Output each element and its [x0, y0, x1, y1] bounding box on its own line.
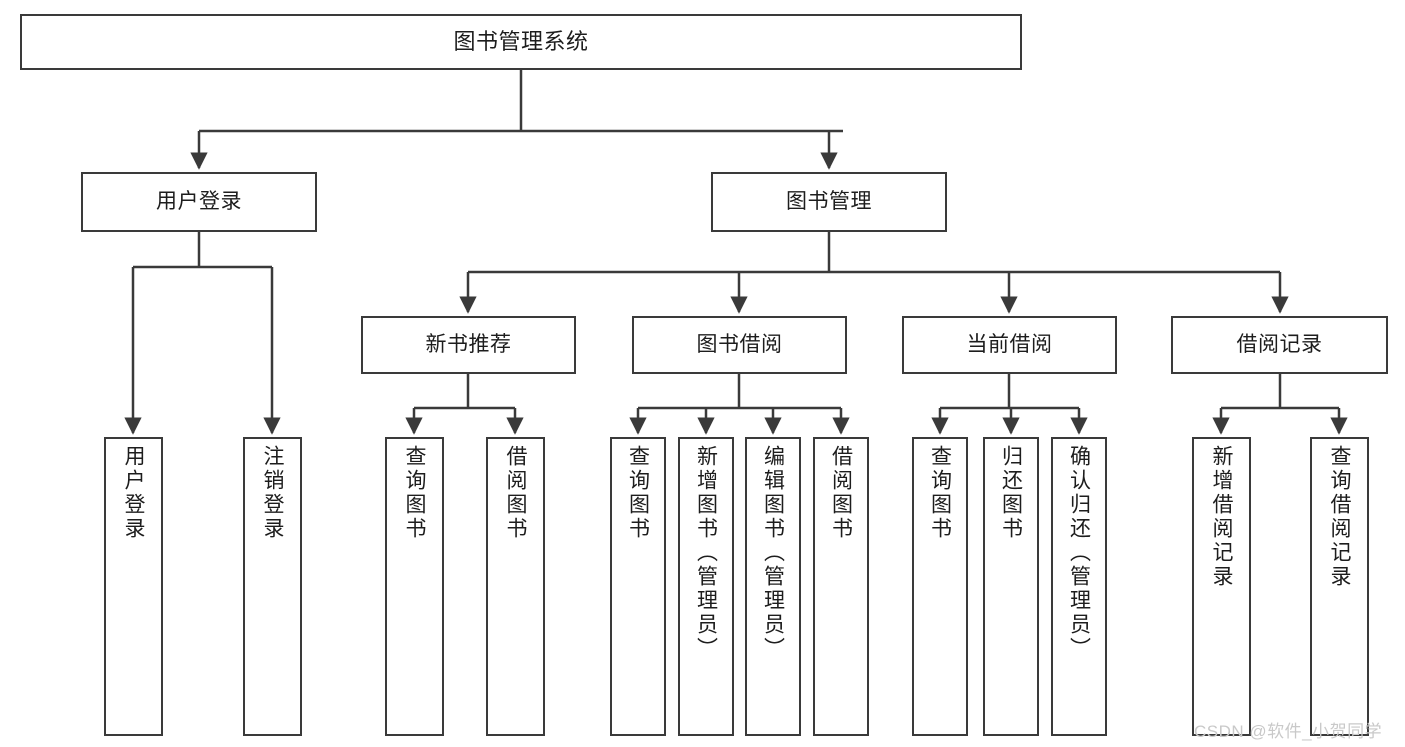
- leaf-confirm-return-admin[interactable]: 确认归还（管理员）: [1051, 437, 1107, 736]
- leaf-query-book-newbook[interactable]: 查询图书: [385, 437, 444, 736]
- leaf-logout-label: 注销登录: [261, 445, 284, 541]
- node-root-label: 图书管理系统: [453, 29, 589, 55]
- leaf-query-book-current[interactable]: 查询图书: [912, 437, 968, 736]
- leaf-query-borrow-record-label: 查询借阅记录: [1328, 445, 1351, 589]
- node-root[interactable]: 图书管理系统: [20, 14, 1022, 70]
- leaf-user-login-label: 用户登录: [122, 445, 145, 541]
- node-user-login[interactable]: 用户登录: [81, 172, 317, 232]
- node-current-borrow[interactable]: 当前借阅: [902, 316, 1117, 374]
- leaf-query-book-newbook-label: 查询图书: [403, 445, 426, 541]
- leaf-edit-book-admin[interactable]: 编辑图书（管理员）: [745, 437, 801, 736]
- leaf-borrow-book-newbook[interactable]: 借阅图书: [486, 437, 545, 736]
- leaf-query-book-current-label: 查询图书: [928, 445, 952, 541]
- node-book-management-label: 图书管理: [786, 189, 872, 213]
- leaf-add-borrow-record-label: 新增借阅记录: [1210, 445, 1233, 589]
- node-book-management[interactable]: 图书管理: [711, 172, 947, 232]
- leaf-return-book-label: 归还图书: [999, 445, 1023, 541]
- node-borrow-records-label: 借阅记录: [1236, 332, 1323, 356]
- node-new-book-recommend-label: 新书推荐: [425, 332, 512, 356]
- leaf-confirm-return-admin-label: 确认归还（管理员）: [1067, 445, 1091, 661]
- csdn-watermark: CSDN @软件_小贺同学: [1194, 722, 1383, 741]
- leaf-query-borrow-record[interactable]: 查询借阅记录: [1310, 437, 1369, 736]
- node-book-borrow[interactable]: 图书借阅: [632, 316, 847, 374]
- leaf-query-book-borrow-label: 查询图书: [626, 445, 650, 541]
- leaf-add-book-admin[interactable]: 新增图书（管理员）: [678, 437, 734, 736]
- leaf-return-book[interactable]: 归还图书: [983, 437, 1039, 736]
- leaf-borrow-book-label: 借阅图书: [829, 445, 853, 541]
- node-current-borrow-label: 当前借阅: [966, 332, 1053, 356]
- leaf-logout[interactable]: 注销登录: [243, 437, 302, 736]
- node-borrow-records[interactable]: 借阅记录: [1171, 316, 1388, 374]
- node-user-login-label: 用户登录: [156, 189, 242, 213]
- node-new-book-recommend[interactable]: 新书推荐: [361, 316, 576, 374]
- leaf-edit-book-admin-label: 编辑图书（管理员）: [761, 445, 785, 661]
- leaf-user-login[interactable]: 用户登录: [104, 437, 163, 736]
- leaf-add-borrow-record[interactable]: 新增借阅记录: [1192, 437, 1251, 736]
- leaf-borrow-book-newbook-label: 借阅图书: [504, 445, 527, 541]
- node-book-borrow-label: 图书借阅: [696, 332, 783, 356]
- leaf-add-book-admin-label: 新增图书（管理员）: [694, 445, 718, 661]
- leaf-borrow-book[interactable]: 借阅图书: [813, 437, 869, 736]
- leaf-query-book-borrow[interactable]: 查询图书: [610, 437, 666, 736]
